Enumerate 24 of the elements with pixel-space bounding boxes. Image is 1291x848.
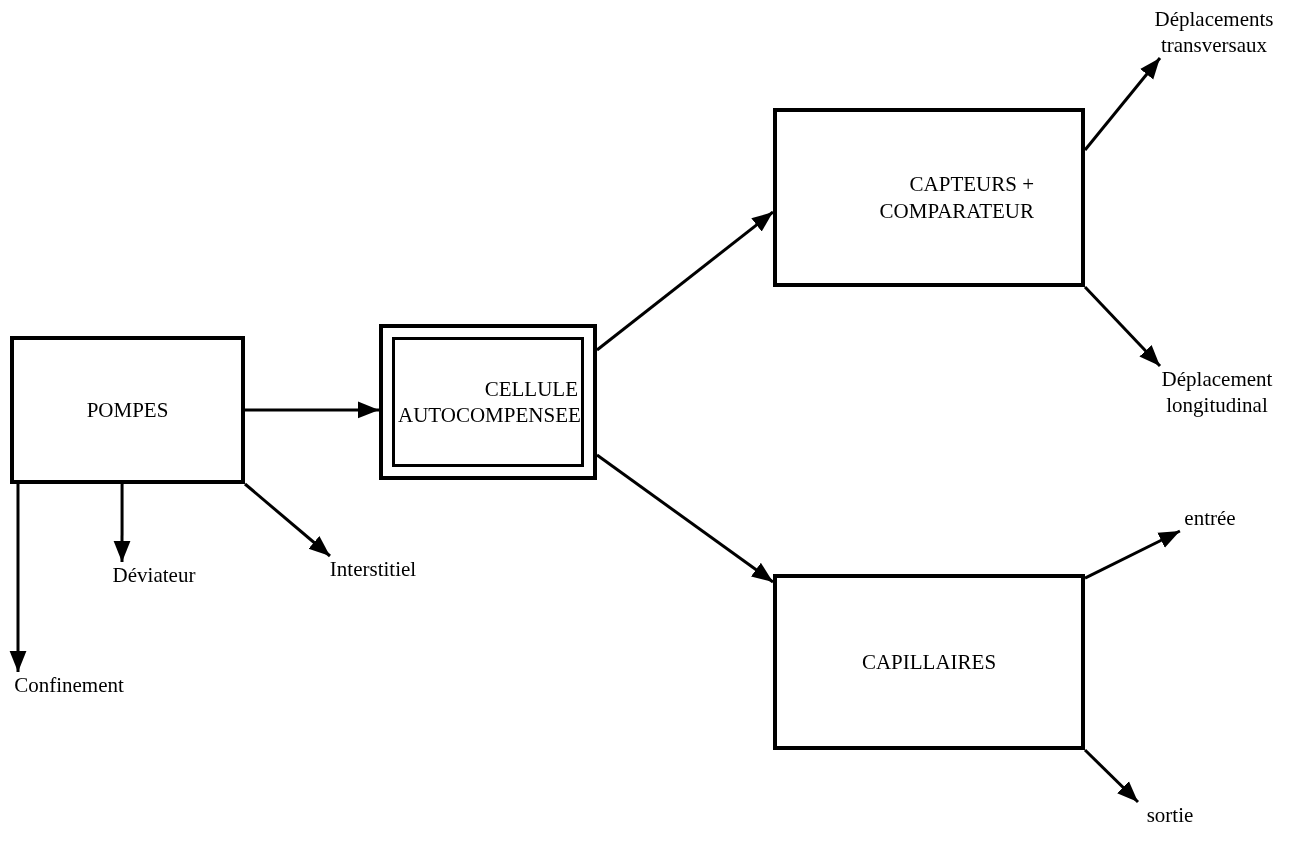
arrow	[244, 482, 331, 558]
arrow	[596, 210, 774, 352]
output-label: Déviateur	[104, 562, 204, 588]
box-label: CELLULE AUTOCOMPENSEE	[398, 375, 578, 429]
box-label: CAPTEURS + COMPARATEUR	[878, 171, 1034, 224]
output-label: Interstitiel	[318, 556, 428, 582]
double-border-box	[379, 324, 597, 480]
output-label: Confinement	[10, 672, 128, 698]
process-box	[10, 336, 245, 484]
arrow	[9, 484, 27, 672]
box-label: POMPES	[85, 396, 170, 424]
arrow	[245, 401, 379, 419]
box-label: CAPILLAIRES	[860, 648, 998, 676]
process-box	[773, 108, 1085, 287]
process-box	[773, 574, 1085, 750]
output-label: Déplacements transversaux	[1140, 6, 1288, 58]
output-label: sortie	[1138, 802, 1202, 828]
arrow	[1083, 285, 1162, 368]
arrow	[113, 484, 131, 562]
arrow	[596, 453, 774, 584]
arrow	[1084, 529, 1181, 580]
output-label: Déplacement longitudinal	[1145, 366, 1289, 418]
output-label: entrée	[1178, 505, 1242, 531]
arrow	[1083, 748, 1140, 804]
